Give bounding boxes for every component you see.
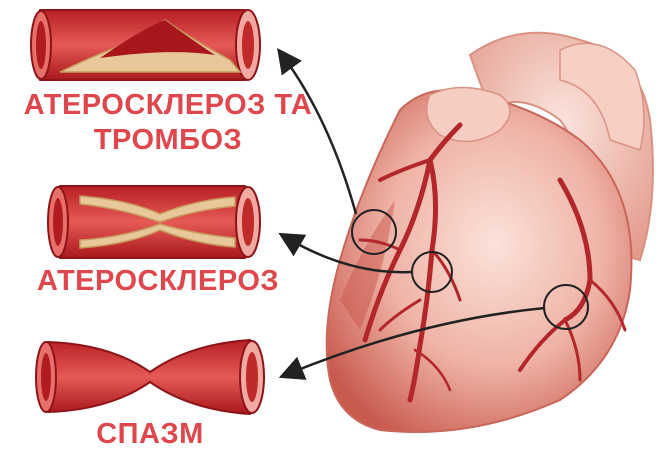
vessel-atherosclerosis — [48, 186, 260, 258]
label-atherosclerosis-thrombosis-line2: ТРОМБОЗ — [18, 126, 318, 155]
heart — [327, 33, 653, 432]
label-atherosclerosis: АТЕРОСКЛЕРОЗ — [18, 267, 298, 296]
label-atherosclerosis-thrombosis-line1: АТЕРОСКЛЕРОЗ ТА — [18, 91, 318, 120]
vessel-atherosclerosis-thrombosis — [31, 10, 260, 80]
vessel-spasm — [36, 340, 264, 414]
label-spasm: СПАЗМ — [30, 420, 270, 449]
